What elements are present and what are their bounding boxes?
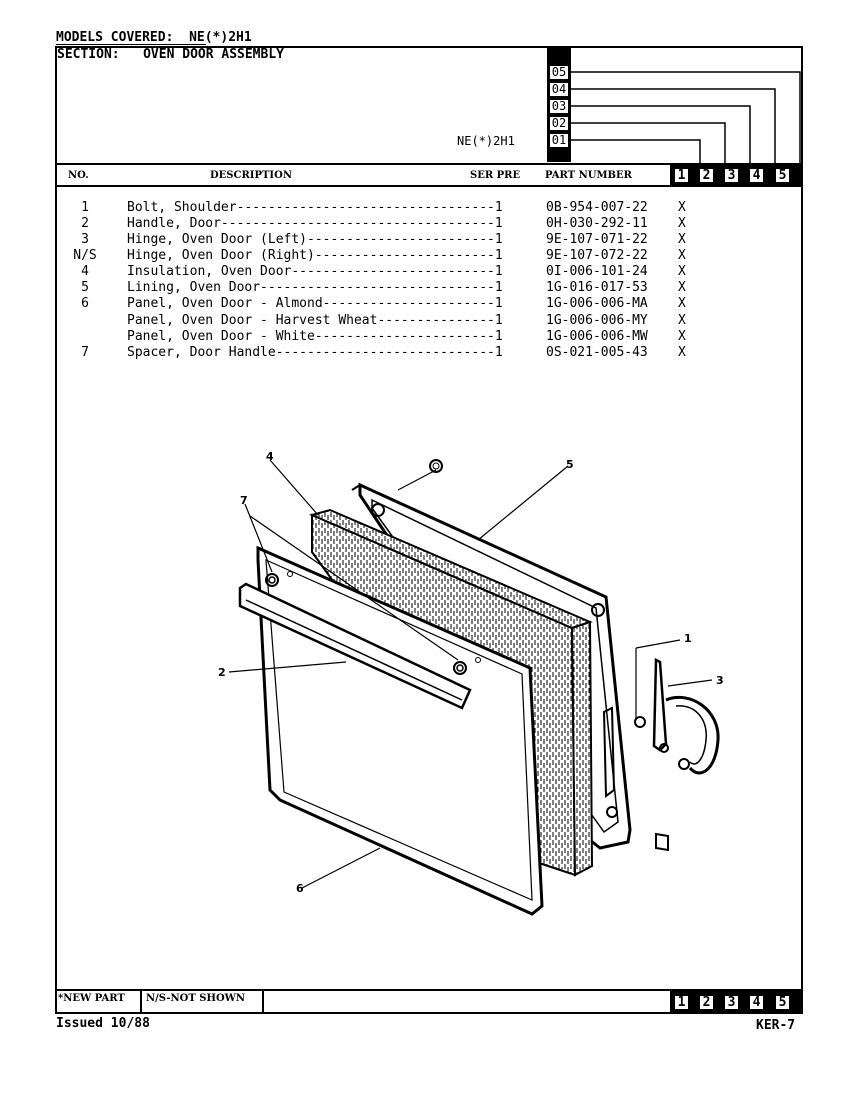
model-col-2: 2 — [698, 167, 715, 184]
callout-6: 6 — [296, 882, 304, 895]
callout-5: 5 — [566, 458, 574, 471]
part-model-mark: X — [678, 296, 686, 311]
part-description: Panel, Oven Door - Almond---------------… — [127, 296, 503, 311]
part-model-mark: X — [678, 200, 686, 215]
part-number: 0S-021-005-43 — [546, 345, 648, 360]
models-covered-value: NE(*)2H1 — [189, 30, 252, 45]
callout-2: 2 — [218, 666, 226, 679]
part-no: 3 — [81, 232, 89, 247]
table-row: 4 Insulation, Oven Door-----------------… — [0, 264, 686, 280]
footer-not-shown: N/S-NOT SHOWN — [146, 993, 246, 1004]
part-model-mark: X — [678, 216, 686, 231]
issued-date: Issued 10/88 — [56, 1016, 150, 1031]
table-row: Panel, Oven Door - White----------------… — [0, 329, 686, 345]
part-number: 0B-954-007-22 — [546, 200, 648, 215]
part-model-mark: X — [678, 280, 686, 295]
footer-model-col-4: 4 — [748, 994, 765, 1011]
part-model-mark: X — [678, 313, 686, 328]
part-description: Lining, Oven Door-----------------------… — [127, 280, 503, 295]
callout-4: 4 — [266, 450, 274, 463]
part-number: 0H-030-292-11 — [546, 216, 648, 231]
part-description: Panel, Oven Door - White----------------… — [127, 329, 503, 344]
oven-door-diagram: 4 5 7 2 1 3 6 — [218, 450, 724, 916]
part-model-mark: X — [678, 232, 686, 247]
hinge-oven-door — [652, 658, 720, 775]
part-no: 6 — [81, 296, 89, 311]
footer-divider-1 — [140, 989, 142, 1014]
footer-model-col-5: 5 — [774, 994, 791, 1011]
model-code-01: 01 — [549, 133, 569, 148]
model-col-5: 5 — [774, 167, 791, 184]
part-number: 9E-107-072-22 — [546, 248, 648, 263]
part-description: Hinge, Oven Door (Left)-----------------… — [127, 232, 503, 247]
part-description: Hinge, Oven Door (Right)----------------… — [127, 248, 503, 263]
footer-top-rule — [55, 989, 803, 991]
col-no: NO. — [68, 170, 89, 181]
models-covered: MODELS COVERED: NE(*)2H1 — [56, 30, 252, 45]
table-row: 7 Spacer, Door Handle-------------------… — [0, 345, 686, 361]
part-no: 1 — [81, 200, 89, 215]
part-no: N/S — [73, 248, 97, 263]
callout-1: 1 — [684, 632, 692, 645]
table-row: Panel, Oven Door - Harvest Wheat--------… — [0, 313, 686, 329]
part-description: Handle, Door----------------------------… — [127, 216, 503, 231]
part-number: 9E-107-071-22 — [546, 232, 648, 247]
footer-model-col-2: 2 — [698, 994, 715, 1011]
footer-model-col-3: 3 — [723, 994, 740, 1011]
part-number: 1G-006-006-MA — [546, 296, 648, 311]
page-code: KER-7 — [756, 1018, 796, 1033]
models-covered-label: MODELS COVERED: — [56, 30, 174, 45]
part-model-mark: X — [678, 345, 686, 360]
model-code-04: 04 — [549, 82, 569, 97]
model-key-label: NE(*)2H1 — [457, 134, 515, 148]
parts-list-frame — [55, 46, 803, 1014]
part-number: 1G-006-006-MY — [546, 313, 648, 328]
part-no: 2 — [81, 216, 89, 231]
part-number: 1G-016-017-53 — [546, 280, 648, 295]
model-col-3: 3 — [723, 167, 740, 184]
header-top-rule — [55, 163, 803, 165]
col-description: DESCRIPTION — [210, 170, 292, 181]
model-leader-lines — [571, 71, 801, 168]
table-row: 5 Lining, Oven Door---------------------… — [0, 280, 686, 296]
header-bottom-rule — [55, 185, 803, 187]
handle-door — [238, 582, 472, 710]
part-no: 7 — [81, 345, 89, 360]
model-code-02: 02 — [549, 116, 569, 131]
table-row: 3 Hinge, Oven Door (Left)---------------… — [0, 232, 686, 248]
section-value: OVEN DOOR ASSEMBLY — [143, 47, 284, 62]
part-number: 0I-006-101-24 — [546, 264, 648, 279]
callout-leaders — [228, 459, 713, 889]
table-row: 1 Bolt, Shoulder------------------------… — [0, 200, 686, 216]
part-model-mark: X — [678, 264, 686, 279]
part-no: 5 — [81, 280, 89, 295]
col-ser-pre: SER PRE — [470, 170, 521, 181]
part-description: Spacer, Door Handle---------------------… — [127, 345, 503, 360]
footer-new-part: *NEW PART — [58, 993, 125, 1004]
part-description: Panel, Oven Door - Harvest Wheat--------… — [127, 313, 503, 328]
part-model-mark: X — [678, 248, 686, 263]
part-number: 1G-006-006-MW — [546, 329, 648, 344]
table-row: 6 Panel, Oven Door - Almond-------------… — [0, 296, 686, 312]
model-code-05: 05 — [549, 65, 569, 80]
part-model-mark: X — [678, 329, 686, 344]
callout-3: 3 — [716, 674, 724, 687]
part-no: 4 — [81, 264, 89, 279]
model-code-03: 03 — [549, 99, 569, 114]
callout-7: 7 — [240, 494, 248, 507]
part-description: Insulation, Oven Door-------------------… — [127, 264, 503, 279]
part-description: Bolt, Shoulder--------------------------… — [127, 200, 503, 215]
table-row: 2 Handle, Door--------------------------… — [0, 216, 686, 232]
header-underline — [56, 44, 206, 45]
footer-divider-2 — [262, 989, 264, 1014]
model-col-4: 4 — [748, 167, 765, 184]
col-part-number: PART NUMBER — [545, 170, 632, 181]
section-label: SECTION: — [57, 47, 120, 62]
model-col-1: 1 — [673, 167, 690, 184]
table-row: N/S Hinge, Oven Door (Right)------------… — [0, 248, 686, 264]
footer-model-col-1: 1 — [673, 994, 690, 1011]
section-title: SECTION: OVEN DOOR ASSEMBLY — [57, 47, 284, 62]
